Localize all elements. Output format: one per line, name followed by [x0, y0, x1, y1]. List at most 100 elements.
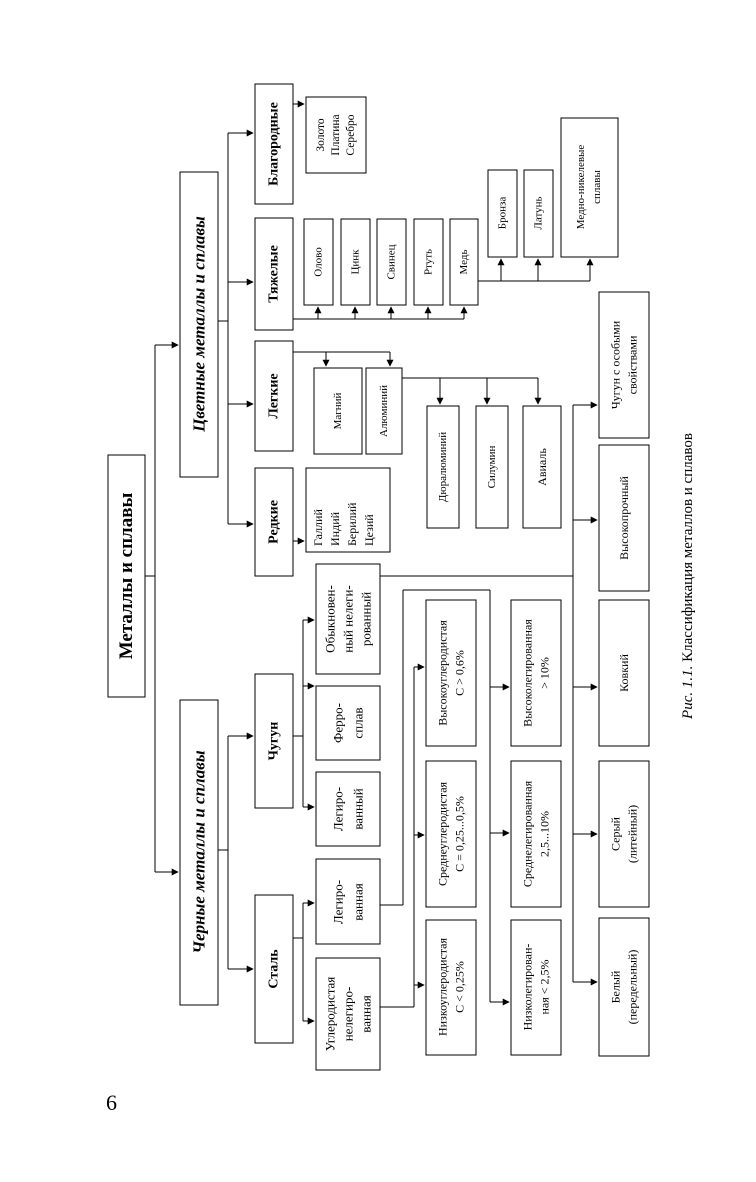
malleable-iron-box — [598, 599, 650, 747]
avial-label: Авиаль — [535, 448, 549, 486]
cupronickel-box — [560, 117, 619, 258]
tin-label: Олово — [313, 247, 325, 277]
high-carbon-label-line: C > 0,6% — [453, 650, 467, 696]
noble-list-box — [305, 96, 367, 174]
carbon-steel-box — [315, 957, 381, 1071]
alloyed-steel-label-line: ванная — [351, 883, 366, 920]
cupronickel-label-line: сплавы — [591, 170, 603, 204]
boxes — [107, 83, 650, 1071]
avial-box — [522, 405, 562, 529]
high-alloy-label: Высоколегированная> 10% — [521, 619, 552, 727]
root-label: Металлы и сплавы — [116, 493, 137, 660]
white-iron-label-line: (передельный) — [626, 950, 640, 1025]
alloyed-cast-iron-box — [315, 771, 381, 847]
medium-alloy-box — [510, 760, 562, 908]
ordinary-cast-iron-label: Обыкновен-ный нелеги-рованный — [323, 585, 374, 653]
page-number: 6 — [106, 1090, 117, 1115]
figure-caption: Рис. 1.1. Классификация металлов и сплав… — [680, 433, 696, 720]
noble-list-line: Золото — [315, 118, 327, 152]
special-iron-label-line: свойствами — [626, 335, 640, 394]
cupronickel-label: Медно-никелевые сплавы — [575, 145, 603, 230]
magnesium-box — [313, 367, 363, 455]
noble-list-line: Серебро — [345, 114, 357, 155]
ductile-iron-box — [598, 444, 650, 592]
cast-iron-box — [254, 673, 294, 809]
rare-list-line: Берилий — [345, 502, 359, 546]
connectors — [145, 100, 598, 1025]
duralumin-label: Дюралюминий — [437, 432, 449, 502]
medium-carbon-label-line: C = 0,25...0,5% — [453, 796, 467, 872]
low-carbon-box — [425, 919, 477, 1056]
lead-label: Свинец — [386, 244, 398, 279]
heavy-label: Тяжелые — [267, 245, 282, 303]
silumin-box — [475, 405, 509, 529]
light-box — [254, 340, 294, 452]
noble-list-line: Платина — [330, 114, 342, 155]
malleable-iron-label: Ковкий — [617, 654, 631, 692]
high-alloy-box — [510, 599, 562, 747]
alloyed-cast-iron-label-line: ванный — [351, 788, 366, 829]
bronze-box — [487, 169, 518, 258]
high-carbon-label-line: Высокоуглеродистая — [436, 620, 450, 726]
magnesium-label: Магний — [332, 392, 344, 429]
rare-list-line: Галлий — [311, 509, 325, 546]
ferroalloy-label-line: сплав — [351, 707, 366, 738]
high-carbon-box — [425, 599, 477, 747]
lead-box — [376, 218, 407, 306]
medium-carbon-label-line: Среднеуглеродистая — [436, 781, 450, 886]
ferrous-group-box — [179, 699, 219, 1006]
special-iron-box — [598, 291, 650, 439]
cupronickel-label-line: Медно-никелевые — [575, 145, 587, 230]
ductile-iron-label: Высокопрочный — [617, 476, 631, 560]
white-iron-box — [598, 917, 650, 1057]
heavy-box — [254, 217, 294, 331]
rare-list-line: Индий — [328, 511, 342, 546]
rare-label: Редкие — [267, 500, 282, 544]
labels: Металлы и сплавы Черные металлы и сплавы… — [116, 102, 696, 1051]
ferrous-group-label: Черные металлы и сплавы — [190, 750, 209, 953]
nonferrous-group-box — [179, 171, 219, 478]
ferroalloy-label: Ферро-сплав — [331, 703, 366, 743]
zinc-box — [340, 218, 371, 306]
grey-iron-label: Серый(литейный) — [609, 805, 640, 863]
copper-box — [449, 218, 479, 306]
low-alloy-label-line: Низколегирован- — [521, 944, 535, 1031]
grey-iron-label-line: (литейный) — [626, 805, 640, 863]
rare-box — [254, 467, 294, 577]
low-alloy-label-line: ная < 2,5% — [538, 959, 552, 1014]
root-box — [107, 454, 146, 698]
caption-text: Классификация металлов и сплавов — [680, 433, 696, 666]
white-iron-label-line: Белый — [609, 970, 623, 1003]
steel-box — [254, 894, 294, 1044]
low-carbon-label-line: C < 0,25% — [453, 961, 467, 1013]
cast-iron-label: Чугун — [267, 722, 282, 761]
noble-box — [254, 83, 294, 205]
aluminium-box — [365, 367, 403, 455]
alloyed-steel-label-line: Легиро- — [331, 880, 346, 924]
grey-iron-label-line: Серый — [609, 816, 623, 851]
nonferrous-group-label: Цветные металлы и сплавы — [190, 216, 209, 433]
medium-carbon-box — [425, 760, 477, 908]
low-alloy-box — [510, 919, 562, 1056]
special-iron-label-line: Чугун с особыми — [609, 320, 623, 409]
alloyed-cast-iron-label-line: Легиро- — [331, 787, 346, 831]
brass-box — [523, 169, 554, 258]
carbon-steel-label-line: Углеродистая — [323, 977, 338, 1052]
bronze-label: Бронза — [497, 197, 509, 230]
alloyed-steel-label: Легиро-ванная — [331, 880, 366, 924]
ordinary-cast-iron-box — [315, 563, 381, 675]
high-alloy-label-line: Высоколегированная — [521, 619, 535, 727]
ferroalloy-box — [315, 685, 381, 761]
grey-iron-box — [598, 760, 650, 908]
alloyed-cast-iron-label: Легиро-ванный — [331, 787, 366, 831]
low-carbon-label-line: Низкоуглеродистая — [436, 938, 450, 1036]
brass-label: Латунь — [533, 196, 545, 229]
ordinary-cast-iron-label-line: рованный — [359, 592, 374, 646]
caption-prefix: Рис. 1.1. — [680, 666, 696, 720]
